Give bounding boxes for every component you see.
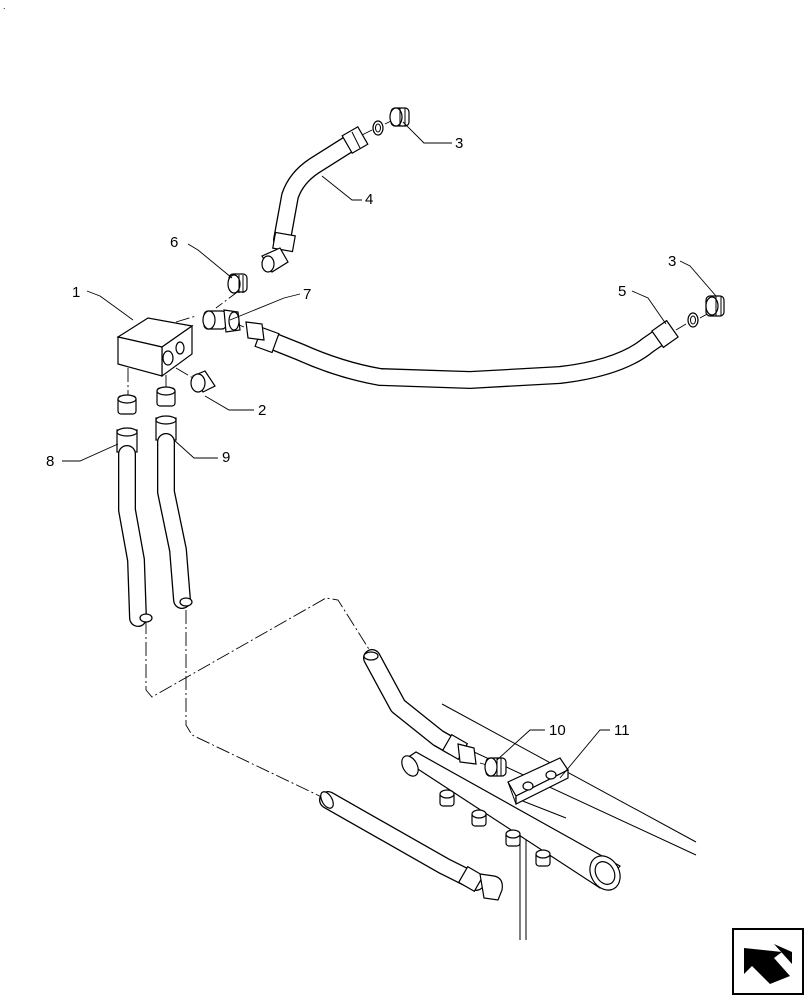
fitting-part-10 (484, 757, 507, 777)
callout-3-right: 3 (668, 253, 676, 270)
plug-part-2 (190, 370, 216, 393)
previous-page-arrow-icon[interactable] (732, 928, 804, 995)
callout-6: 6 (170, 234, 178, 251)
leader-lines (62, 121, 717, 779)
manifold-tube (401, 751, 621, 891)
manifold-block-part-1 (116, 317, 194, 378)
callout-2: 2 (258, 402, 266, 419)
callouts: 1 2 3 3 4 5 6 7 8 9 10 11 (46, 135, 676, 739)
bracket-part-11 (507, 757, 569, 805)
adapter-part-3-right (687, 295, 725, 328)
callout-7: 7 (303, 286, 311, 303)
hose-part-5 (245, 319, 679, 389)
callout-3-top: 3 (455, 135, 463, 152)
callout-4: 4 (365, 191, 373, 208)
elbow-part-7 (202, 309, 241, 333)
assembly-lines (127, 119, 710, 801)
hose-part-9 (155, 386, 193, 609)
adapter-part-3-top (372, 107, 410, 136)
hose-part-4 (261, 126, 369, 273)
hose-to-fitting-10 (363, 649, 477, 765)
hose-part-8 (116, 394, 153, 627)
callout-10: 10 (549, 722, 566, 739)
tube-ports (439, 789, 551, 867)
callout-9: 9 (222, 449, 230, 466)
adapter-part-6 (227, 273, 248, 294)
callout-1: 1 (72, 284, 80, 301)
callout-11: 11 (614, 722, 630, 739)
corner-mark: . (3, 1, 6, 11)
callout-5: 5 (618, 283, 626, 300)
hose-lower (319, 791, 503, 901)
callout-8: 8 (46, 453, 54, 470)
